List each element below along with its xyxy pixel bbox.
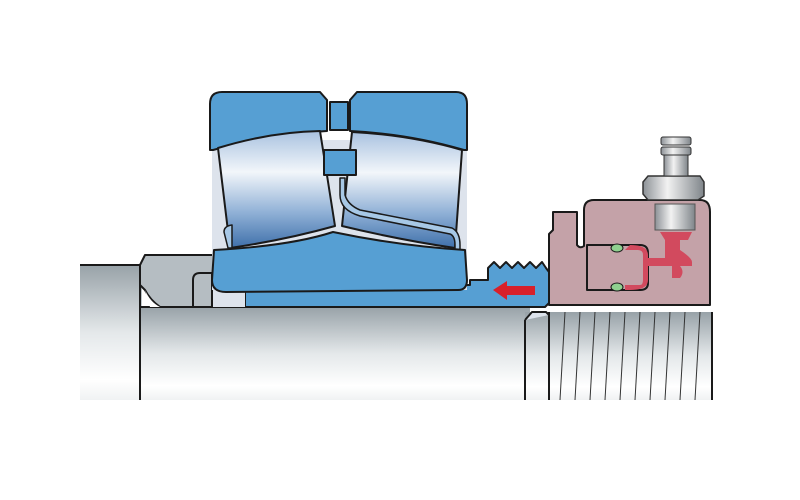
oil-channel <box>625 245 648 290</box>
seal-bottom <box>610 282 624 292</box>
nipple-tip <box>660 136 692 146</box>
spacer-chamfer <box>145 290 160 307</box>
roller-left <box>217 130 336 249</box>
seal-top <box>610 243 624 253</box>
shaft <box>80 264 530 400</box>
hydraulic-nut <box>548 199 711 306</box>
nipple-body <box>663 154 689 177</box>
threaded-shaft-end <box>524 311 713 401</box>
spherical-roller-bearing <box>209 91 468 293</box>
lubrication-groove <box>329 101 349 131</box>
oil-passage <box>648 232 692 278</box>
guide-ring <box>323 149 357 176</box>
spacer-ring <box>139 254 216 308</box>
cage-left <box>223 224 233 249</box>
hex-nut <box>642 175 705 201</box>
threads-port <box>654 203 696 231</box>
oil-injection-fitting <box>642 136 705 201</box>
arrow-left-icon <box>493 281 535 300</box>
piston <box>586 244 649 291</box>
inner-ring <box>211 231 468 293</box>
